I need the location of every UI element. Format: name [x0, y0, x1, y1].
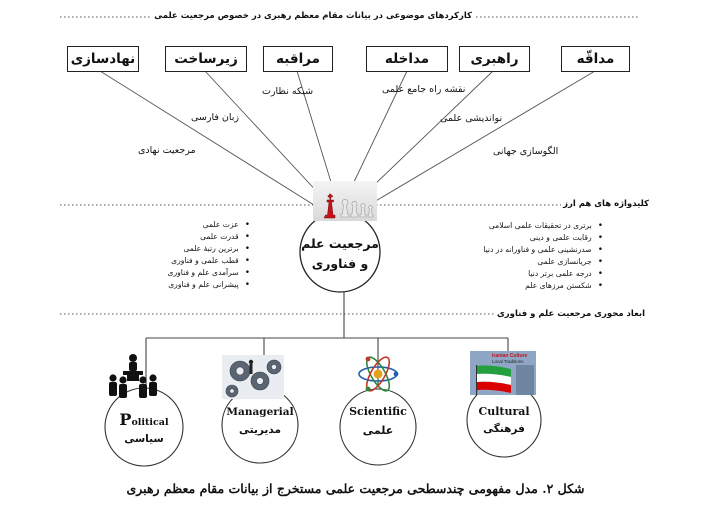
list-item: برترین رتبۀ علمی: [168, 243, 251, 255]
edge-label-olgusazi: الگوسازی جهانی: [493, 146, 559, 157]
managerial-label: Managerial مدیریتی: [222, 406, 298, 436]
edge-label-zaban: زبان فارسی: [191, 112, 240, 123]
box-zirsakht: زیرساخت: [165, 46, 247, 72]
scientific-en: Scientific: [349, 405, 407, 418]
box-zirsakht-label: زیرساخت: [174, 51, 238, 67]
center-label-line1: مرجعیت علم: [301, 236, 379, 251]
list-item: قدرت علمی: [168, 231, 251, 243]
edge-label-navandishi: نواندیشی علمی: [440, 113, 503, 124]
flag-caption-1: Iranian Culture: [492, 353, 528, 359]
political-en-initial: P: [119, 410, 132, 429]
edge-label-nezarat: شبکه نظارت: [262, 86, 314, 97]
political-fa: سیاسی: [124, 433, 164, 445]
box-modaghe: مداقّه: [561, 46, 630, 72]
box-modakhele: مداخله: [366, 46, 448, 72]
managerial-fa: مدیریتی: [239, 424, 281, 436]
connector-modaghe: [351, 70, 596, 216]
figure-caption: شکل ۲. مدل مفهومی چندسطحی مرجعیت علمی مس…: [126, 481, 585, 496]
edge-label-marjaiat-nahadi: مرجعیت نهادی: [138, 145, 196, 156]
list-item: پیشرانی علم و فناوری: [168, 279, 251, 291]
edge-label-naghshe: نقشه راه جامع علمی: [382, 84, 466, 95]
dimensions-title: ابعاد محوری مرجعیت علم و فناوری: [494, 309, 647, 319]
managerial-en: Managerial: [226, 406, 294, 418]
political-label: Political سیاسی: [108, 410, 180, 445]
circle-scientific: [339, 388, 417, 466]
center-label-line2: و فناوری: [311, 256, 369, 271]
keywords-left-list: عزت علمی قدرت علمی برترین رتبۀ علمی قطب …: [168, 219, 251, 291]
managerial-gears-icon: [222, 355, 284, 399]
political-en: Political: [108, 410, 180, 429]
political-en-rest: olitical: [131, 417, 169, 428]
cultural-fa: فرهنگی: [483, 423, 525, 435]
list-item: رقابت علمی و دینی: [483, 232, 603, 244]
list-item: صدرنشینی علمی و فناورانه در دنیا: [483, 244, 603, 256]
list-item: شکستن مرزهای علم: [483, 280, 603, 292]
cultural-label: Cultural فرهنگی: [467, 405, 541, 435]
box-rahbari-label: راهبری: [470, 51, 519, 67]
flag-caption-2: Local Traditions: [492, 359, 524, 364]
box-modakhele-label: مداخله: [384, 51, 430, 67]
top-section-title: کارکردهای موضوعی در بیانات مقام معظم رهب…: [152, 11, 474, 21]
political-people-icon: [109, 354, 157, 398]
list-item: جریانسازی علمی: [483, 256, 603, 268]
box-rahbari: راهبری: [459, 46, 530, 72]
list-item: برتری در تحقیقات علمی اسلامی: [483, 220, 603, 232]
cultural-flag-image: Iranian Culture Local Traditions: [470, 351, 536, 395]
connector-nahadsazi: [99, 70, 331, 216]
box-nahadsazi: نهادسازی: [67, 46, 139, 72]
iran-flag-icon: [476, 365, 511, 395]
keywords-right-list: برتری در تحقیقات علمی اسلامی رقابت علمی …: [483, 220, 603, 292]
scientific-fa: علمی: [362, 424, 394, 437]
list-item: سرآمدی علم و فناوری: [168, 267, 251, 279]
connector-zirsakht: [204, 70, 335, 211]
scientific-atom-icon: [358, 356, 399, 392]
box-moraghebe-label: مراقبه: [276, 51, 320, 67]
red-chess-king-icon: [323, 193, 336, 219]
center-label: مرجعیت علم و فناوری: [300, 234, 380, 274]
keywords-title: کلیدواژه های هم ارز: [561, 199, 651, 209]
cultural-en: Cultural: [478, 405, 530, 418]
chess-pieces-image: [313, 181, 377, 221]
box-nahadsazi-label: نهادسازی: [70, 51, 136, 67]
box-moraghebe: مراقبه: [263, 46, 333, 72]
box-modaghe-label: مداقّه: [576, 51, 615, 67]
scientific-label: Scientific علمی: [340, 405, 416, 437]
list-item: عزت علمی: [168, 219, 251, 231]
list-item: قطب علمی و فناوری: [168, 255, 251, 267]
list-item: درجه علمی برتر دنیا: [483, 268, 603, 280]
